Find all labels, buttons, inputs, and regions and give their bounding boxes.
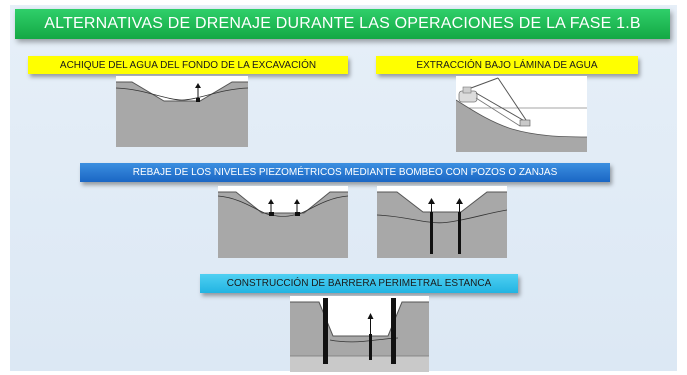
diagram-cutoff-barrier [290,296,429,372]
label-piezometric-lowering: REBAJE DE LOS NIVELES PIEZOMÉTRICOS MEDI… [80,163,610,182]
label-cutoff-barrier: CONSTRUCCIÓN DE BARRERA PERIMETRAL ESTAN… [200,274,518,293]
label-pumping-bottom: ACHIQUE DEL AGUA DEL FONDO DE LA EXCAVAC… [28,56,348,74]
label-underwater-extraction: EXTRACCIÓN BAJO LÁMINA DE AGUA [376,56,638,74]
diagram-underwater-extraction [456,76,587,152]
diagram-trench-drains [218,186,348,258]
diagram-pumping-wells [377,186,507,258]
diagram-pumping-bottom [116,76,248,147]
slide-title: ALTERNATIVAS DE DRENAJE DURANTE LAS OPER… [15,9,670,39]
